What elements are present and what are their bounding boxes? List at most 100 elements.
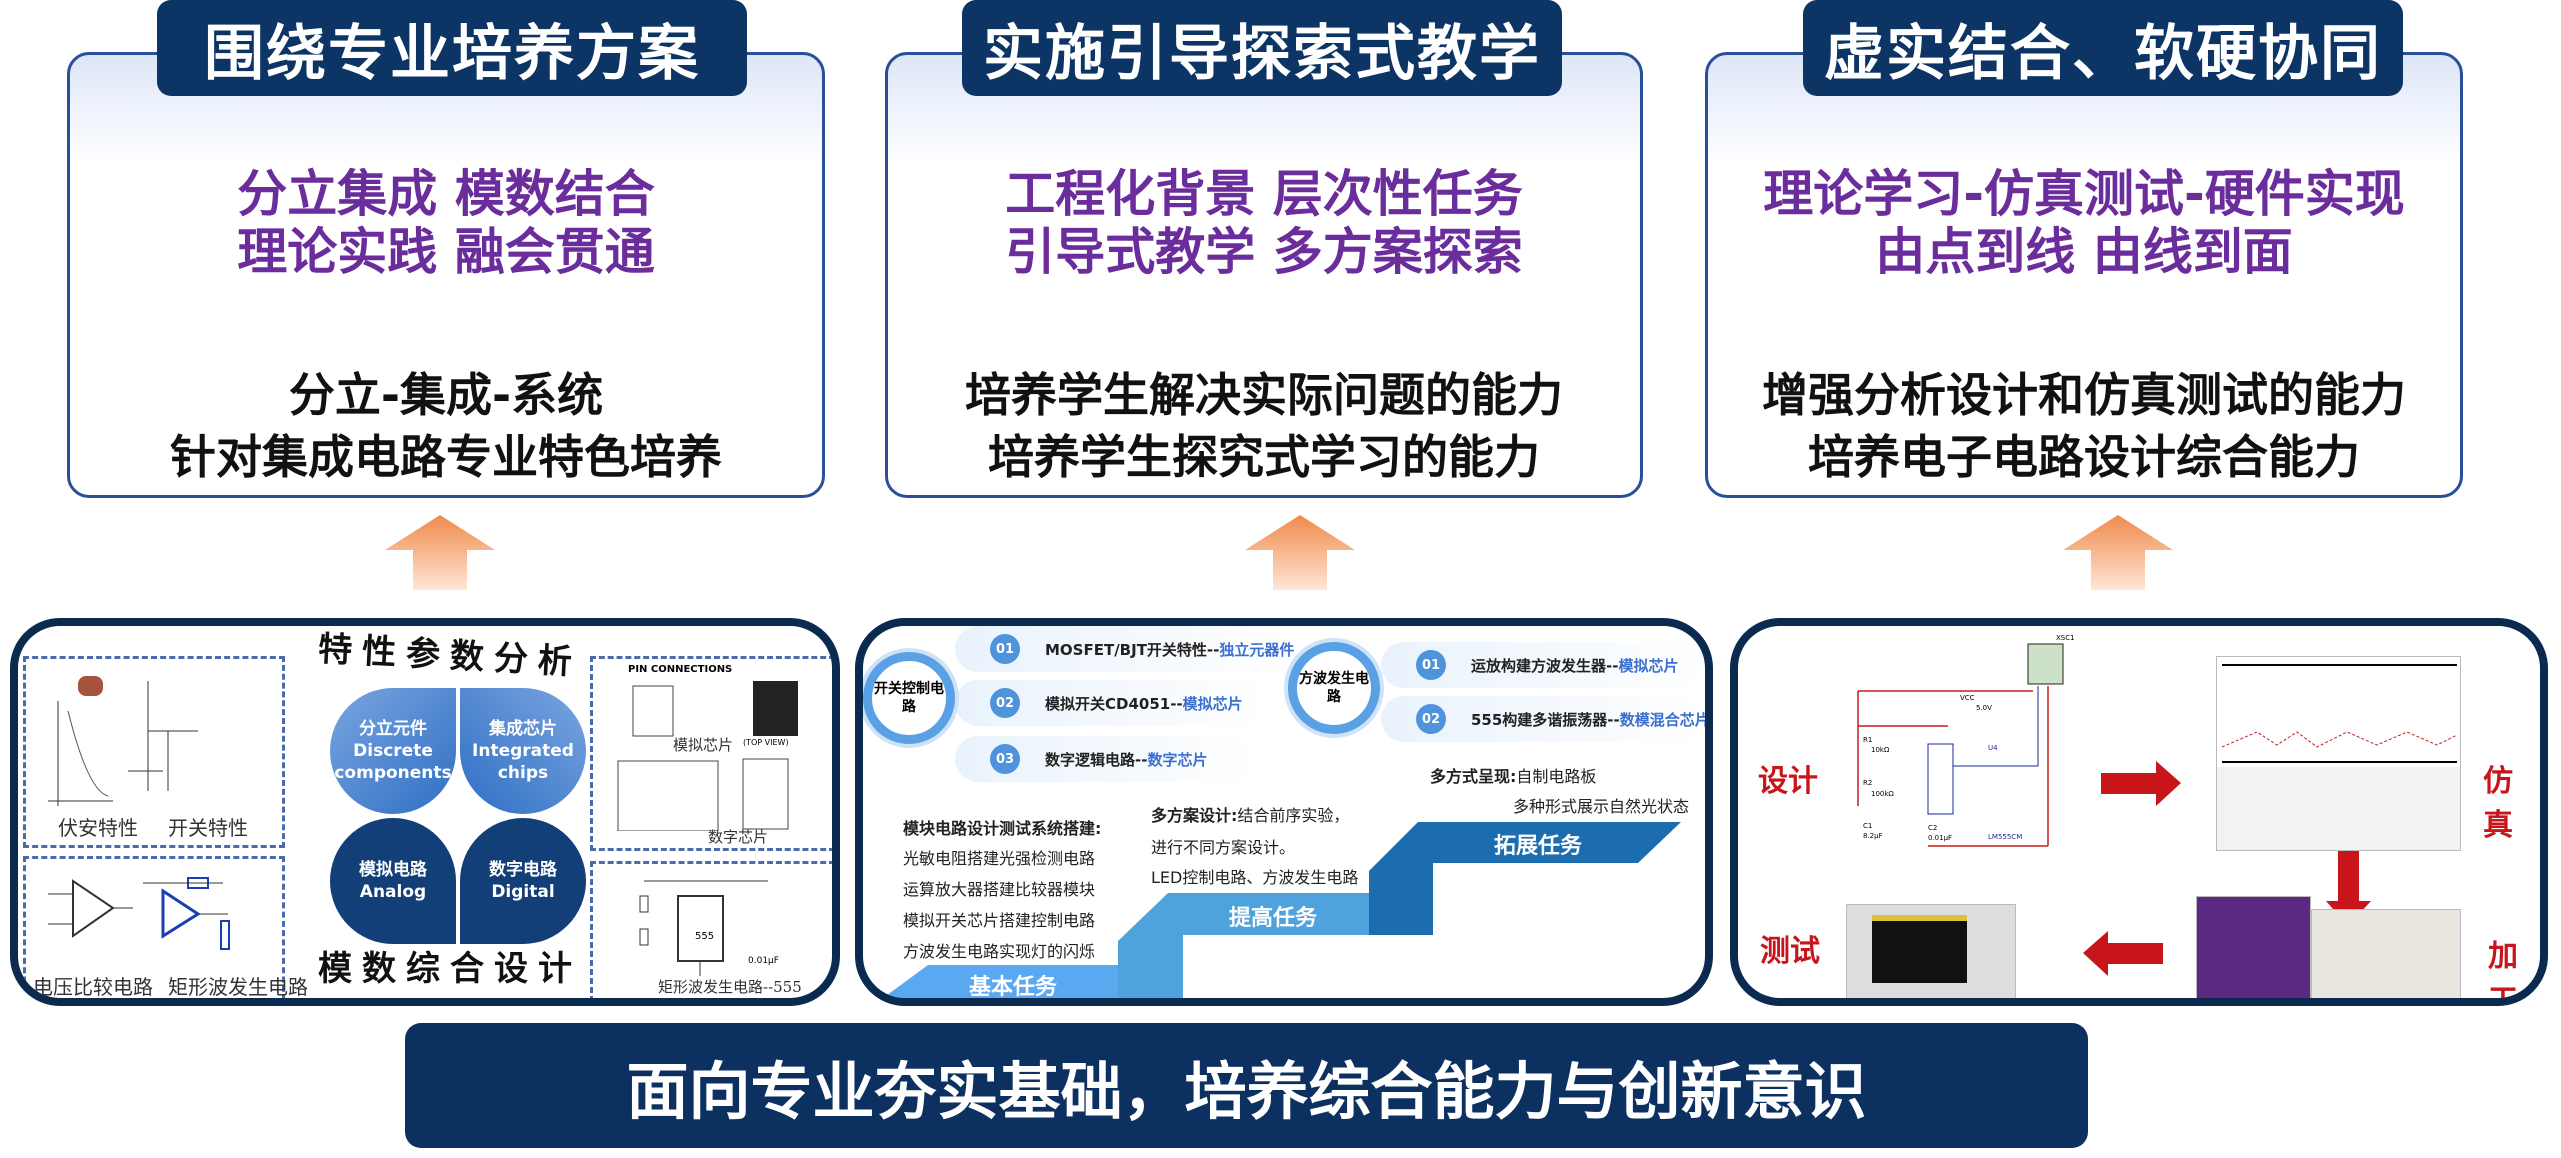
- item-tag: 数模混合芯片: [1619, 710, 1710, 729]
- outcome-line: 分立-集成-系统: [288, 368, 604, 422]
- highlight-line: 引导式教学 多方案探索: [1005, 223, 1523, 281]
- up-arrow-icon: [2063, 515, 2173, 590]
- group-center: 方波发生电路: [1288, 642, 1380, 734]
- petal-label-en: Integrated chips: [472, 741, 574, 783]
- highlight-line: 理论实践 融会贯通: [237, 223, 655, 281]
- schematic-label: 0.01μF: [1928, 834, 1953, 842]
- figure-caption: 伏安特性: [58, 816, 138, 840]
- staircase-steps: [883, 822, 1681, 998]
- down-arrow-icon: [2326, 851, 2371, 926]
- iv-curve-figure: [48, 676, 198, 806]
- highlight-line: 由点到线 由线到面: [1875, 223, 2293, 281]
- figure-caption: 矩形波发生电路: [168, 975, 308, 999]
- item-tag: 独立元器件: [1219, 640, 1295, 659]
- item-tag: 模拟芯片: [1618, 656, 1679, 675]
- basic-line: 光敏电阻搭建光强检测电路: [903, 849, 1096, 868]
- breadboard-photo: [2311, 909, 2461, 998]
- petal-label: 数字电路: [489, 860, 557, 880]
- figure-caption: 开关特性: [168, 816, 248, 840]
- card-title: 虚实结合、软硬协同: [1803, 0, 2403, 96]
- 555-circuit-figure: [639, 880, 768, 976]
- panel-workflow: 设计 仿真 加工 测试 XSC1 VCC 5.0V R1 10kΩ R2 100…: [1730, 618, 2548, 1006]
- chip-figure: [617, 681, 798, 831]
- up-arrow-icon: [1245, 515, 1355, 590]
- task-item: 01 MOSFET/BJT开关特性--独立元器件: [955, 626, 1294, 672]
- schematic-label: 8.2μF: [1863, 832, 1883, 840]
- petal-label-en: Digital: [491, 882, 555, 902]
- figure-label: (TOP VIEW): [743, 738, 789, 747]
- basic-line: 运算放大器搭建比较器模块: [903, 880, 1096, 899]
- figure-label: PIN CONNECTIONS: [628, 664, 733, 675]
- schematic-label: R1: [1863, 736, 1873, 744]
- item-number: 02: [990, 688, 1020, 718]
- bottom-banner: 面向专业夯实基础，培养综合能力与创新意识: [405, 1023, 2088, 1148]
- item-tag: 数字芯片: [1147, 750, 1208, 769]
- opamp-figure: [48, 877, 230, 950]
- item-text: 运放构建方波发生器--: [1471, 656, 1619, 675]
- figure-box: [590, 861, 832, 998]
- item-number: 03: [990, 744, 1020, 774]
- petal-label-en: Analog: [359, 882, 427, 902]
- petal-label: 集成芯片: [489, 719, 557, 739]
- pcb-photo: [2196, 896, 2311, 998]
- petal-label-en: Discrete components: [334, 741, 452, 783]
- schematic-label: VCC: [1960, 694, 1975, 702]
- card-title: 实施引导探索式教学: [962, 0, 1562, 96]
- outcome-line: 针对集成电路专业特色培养: [170, 430, 722, 484]
- label-design: 设计: [1758, 764, 1818, 799]
- figure-box: [23, 856, 285, 998]
- card-title: 围绕专业培养方案: [157, 0, 747, 96]
- item-text: 555构建多谐振荡器--: [1471, 710, 1620, 729]
- card-virtual-real: 理论学习-仿真测试-硬件实现 由点到线 由线到面 增强分析设计和仿真测试的能力 …: [1705, 52, 2463, 498]
- label-test: 测试: [1760, 934, 1820, 969]
- item-number: 01: [1416, 650, 1446, 680]
- basic-heading: 模块电路设计测试系统搭建:: [903, 819, 1102, 838]
- figure-caption: 数字芯片: [708, 828, 769, 846]
- figure-caption: 电压比较电路: [33, 975, 153, 999]
- item-text: MOSFET/BJT开关特性--: [1045, 640, 1220, 659]
- schematic-label: C2: [1928, 824, 1938, 832]
- schematic-label: XSC1: [2056, 634, 2075, 642]
- schematic-label: LM555CM: [1988, 833, 2023, 841]
- right-arrow-icon: [2101, 761, 2181, 806]
- schematic-label: 5.0V: [1976, 704, 1992, 712]
- schematic-label: R2: [1863, 779, 1873, 787]
- label-simulate: 仿真: [2483, 764, 2513, 843]
- extend-desc: 自制电路板: [1516, 767, 1597, 786]
- basic-line: 模拟开关芯片搭建控制电路: [903, 911, 1096, 930]
- schematic-label: U4: [1988, 744, 1998, 752]
- arc-title-top: 特性参数分析: [317, 629, 583, 683]
- left-arrow-icon: [2083, 931, 2163, 976]
- oscilloscope-software-screenshot: [2216, 656, 2461, 851]
- basic-line: 方波发生电路实现灯的闪烁: [903, 942, 1096, 961]
- outcome-line: 增强分析设计和仿真测试的能力: [1762, 368, 2406, 422]
- card-training-plan: 分立集成 模数结合 理论实践 融会贯通 分立-集成-系统 针对集成电路专业特色培…: [67, 52, 825, 498]
- up-arrow-icon: [385, 515, 495, 590]
- improve-heading: 多方案设计:: [1151, 806, 1238, 825]
- label-fabricate: 加工: [2488, 939, 2518, 1006]
- arc-title-bottom: 模数综合设计: [318, 949, 582, 989]
- item-tag: 模拟芯片: [1182, 694, 1243, 713]
- outcome-line: 培养学生解决实际问题的能力: [965, 368, 1563, 422]
- figure-caption: 矩形波发生电路--555: [658, 978, 802, 996]
- task-item: 01 运放构建方波发生器--模拟芯片: [1381, 642, 1703, 688]
- item-number: 02: [1416, 704, 1446, 734]
- item-number: 01: [990, 634, 1020, 664]
- card-guided-teaching: 工程化背景 层次性任务 引导式教学 多方案探索 培养学生解决实际问题的能力 培养…: [885, 52, 1643, 498]
- highlight-line: 分立集成 模数结合: [237, 165, 655, 223]
- figure-caption: 模拟芯片: [673, 736, 734, 754]
- improve-line: 进行不同方案设计。: [1151, 838, 1296, 857]
- schematic-label: 100kΩ: [1871, 790, 1894, 798]
- step-extend: 拓展任务: [1493, 834, 1582, 859]
- step-basic: 基本任务: [968, 975, 1057, 1000]
- improve-line: LED控制电路、方波发生电路: [1151, 868, 1359, 887]
- schematic-label: 10kΩ: [1871, 746, 1890, 754]
- step-improve: 提高任务: [1228, 906, 1317, 931]
